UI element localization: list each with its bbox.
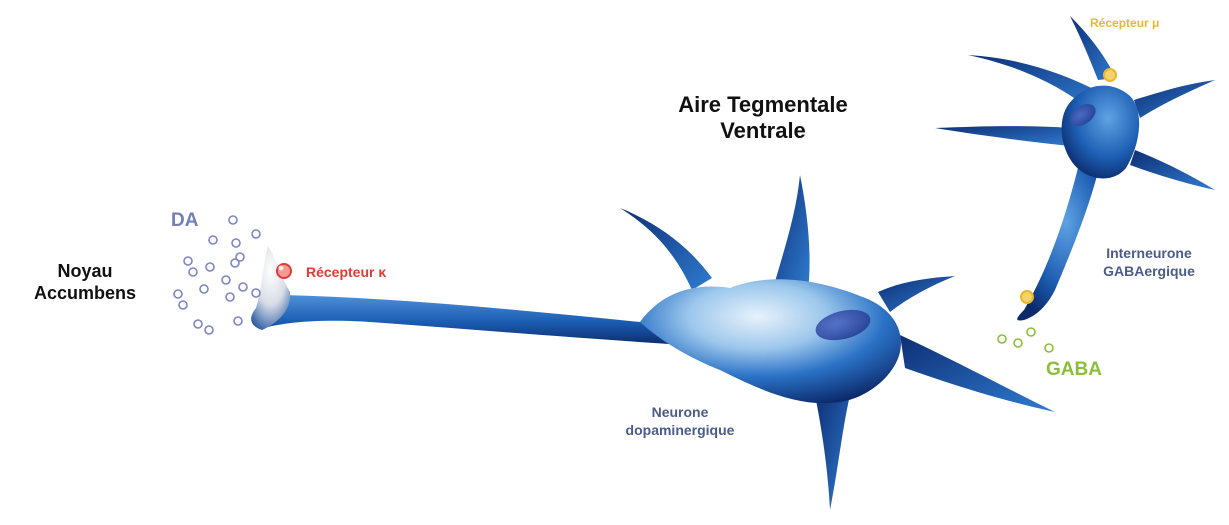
- da-label: DA: [171, 210, 198, 232]
- soma: [640, 279, 901, 403]
- dopaminergic-neuron-label: Neurone dopaminergique: [600, 403, 760, 439]
- gaba-vesicles: [998, 328, 1053, 352]
- nac-label: Noyau Accumbens: [30, 260, 140, 304]
- nac-text: Noyau Accumbens: [34, 261, 136, 303]
- dendrite: [815, 395, 850, 510]
- vta-label: Aire Tegmentale Ventrale: [658, 92, 868, 144]
- interneuron-soma: [1062, 86, 1140, 179]
- mu-receptor-label: Récepteur μ: [1090, 16, 1159, 30]
- gaba-label: GABA: [1046, 359, 1102, 381]
- da-vesicles: [174, 216, 260, 334]
- mu-receptor-soma: [1104, 69, 1116, 81]
- axon: [268, 295, 702, 346]
- kappa-receptor: [277, 264, 291, 278]
- gaba-interneuron-label: Interneurone GABAergique: [1084, 244, 1214, 280]
- gaba-interneuron-text: Interneurone GABAergique: [1103, 245, 1195, 279]
- kappa-receptor-label: Récepteur κ: [306, 264, 386, 280]
- dendrite: [620, 208, 712, 290]
- dendrite: [900, 335, 1055, 412]
- vta-text: Aire Tegmentale Ventrale: [678, 92, 848, 143]
- dendrite: [935, 126, 1070, 146]
- mu-receptor-terminal: [1021, 291, 1033, 303]
- dopaminergic-neuron-text: Neurone dopaminergique: [626, 404, 735, 438]
- dendrite: [1134, 80, 1215, 118]
- dopaminergic-neuron: [251, 175, 1055, 510]
- dendrite: [878, 276, 955, 312]
- dendrite: [772, 175, 810, 292]
- dendrite: [1130, 150, 1215, 190]
